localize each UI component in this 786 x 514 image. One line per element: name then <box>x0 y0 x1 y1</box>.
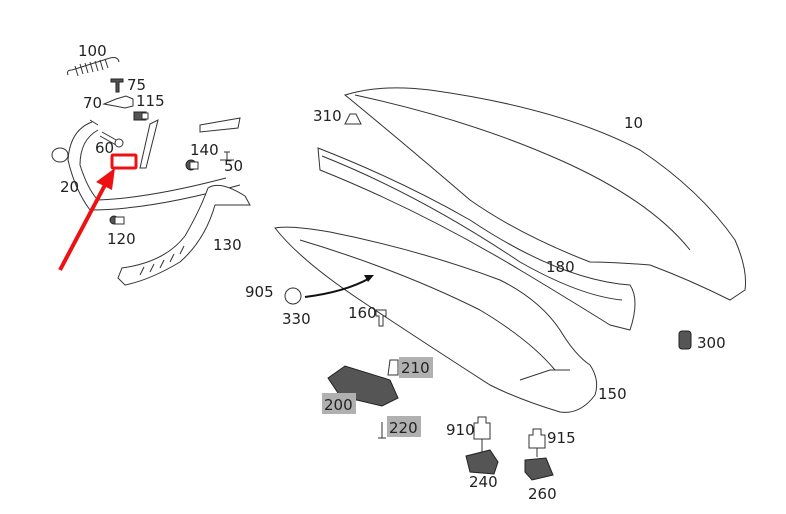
switch-part-240 <box>465 449 499 475</box>
hinge-cover-part-130 <box>117 184 251 286</box>
assembly-arrow <box>304 277 371 298</box>
nut-part-140 <box>185 159 199 171</box>
callout-20[interactable]: 20 <box>60 178 79 196</box>
callout-915[interactable]: 915 <box>547 429 576 447</box>
clip-part-160 <box>375 309 387 327</box>
spring-part-100 <box>67 57 120 77</box>
callout-300[interactable]: 300 <box>697 334 726 352</box>
label-highlight-210 <box>399 357 433 378</box>
callout-330[interactable]: 330 <box>282 310 311 328</box>
assembly-arrow-head-icon <box>364 275 374 282</box>
callout-130[interactable]: 130 <box>213 236 242 254</box>
callout-150[interactable]: 150 <box>598 385 627 403</box>
trim-panel-part-150 <box>274 226 598 413</box>
hinge-bushing <box>51 147 69 163</box>
callout-75[interactable]: 75 <box>127 76 146 94</box>
stud-part-50 <box>220 151 234 161</box>
washer-part-60 <box>114 138 124 148</box>
callout-910[interactable]: 910 <box>446 421 475 439</box>
callout-310[interactable]: 310 <box>313 107 342 125</box>
gas-strut <box>139 119 159 169</box>
red-arrow-head-icon <box>96 168 115 190</box>
callout-180[interactable]: 180 <box>546 258 575 276</box>
callout-905[interactable]: 905 <box>245 283 274 301</box>
connector-part-915 <box>528 428 546 449</box>
bolt-part-75 <box>110 78 124 93</box>
screw-part-220 <box>378 422 386 439</box>
callout-160[interactable]: 160 <box>348 304 377 322</box>
callout-60[interactable]: 60 <box>95 139 114 157</box>
grommet-part-330 <box>284 287 302 305</box>
trunk-lid-part-10 <box>343 87 746 301</box>
callout-240[interactable]: 240 <box>469 473 498 491</box>
hinge-arm-part-20 <box>67 117 241 211</box>
actuator-part-260 <box>524 457 554 481</box>
callout-50[interactable]: 50 <box>224 157 243 175</box>
label-highlight-220 <box>387 416 421 437</box>
label-highlight-200 <box>322 393 356 414</box>
highlight-marker-box <box>110 153 138 170</box>
bracket-part-70 <box>102 95 134 109</box>
callout-70[interactable]: 70 <box>83 94 102 112</box>
nut-part-120 <box>109 215 125 225</box>
nut-part-115 <box>133 111 149 121</box>
callout-140[interactable]: 140 <box>190 141 219 159</box>
callout-200[interactable]: 200 <box>324 396 353 414</box>
callout-115[interactable]: 115 <box>136 92 165 110</box>
callout-260[interactable]: 260 <box>528 485 557 503</box>
red-arrow-shaft <box>58 184 107 271</box>
emblem-part-310 <box>344 113 362 125</box>
bolt-part-60 <box>99 131 119 146</box>
seal-part-180 <box>317 147 636 331</box>
callout-120[interactable]: 120 <box>107 230 136 248</box>
connector-part-910 <box>473 416 491 440</box>
callout-220[interactable]: 220 <box>389 419 418 437</box>
callout-210[interactable]: 210 <box>401 359 430 377</box>
callout-10[interactable]: 10 <box>624 114 643 132</box>
callout-100[interactable]: 100 <box>78 42 107 60</box>
nut-part-210 <box>387 359 399 376</box>
bumper-part-300 <box>678 330 692 350</box>
